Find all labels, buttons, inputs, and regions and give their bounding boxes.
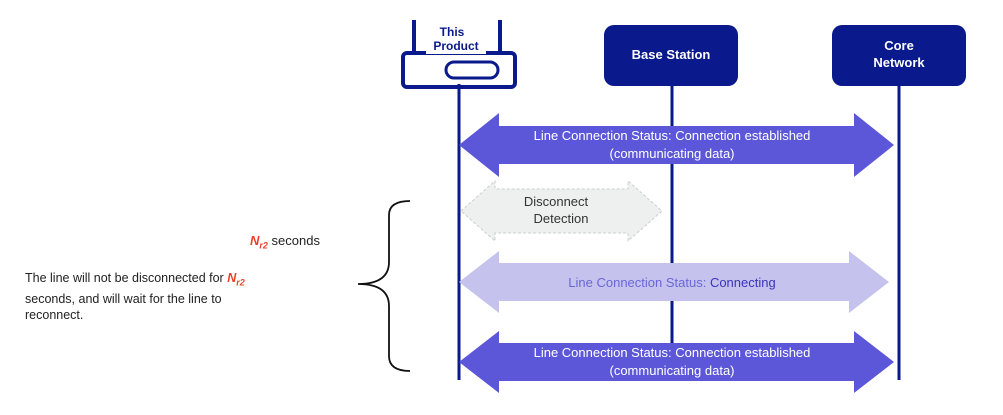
product-label-box: [426, 24, 486, 54]
arrow-established-bottom-line2: (communicating data): [610, 363, 735, 378]
arrow-established-top: [459, 113, 894, 177]
arrow-disconnect-line1: Disconnect: [524, 194, 589, 209]
nr2-inline-symbol: Nr2: [227, 271, 245, 288]
nr2-symbol: Nr2: [250, 233, 268, 251]
core-network-label-line1: Core: [884, 38, 914, 53]
arrow-established-top-line1: Line Connection Status: Connection estab…: [534, 128, 811, 143]
core-network-label-line2: Network: [873, 55, 925, 70]
curly-brace: [357, 200, 411, 372]
arrow-connecting: [459, 251, 889, 313]
wait-description: The line will not be disconnected for Nr…: [25, 270, 325, 323]
arrow-established-bottom: [459, 331, 894, 393]
arrow-connecting-label: Line Connection Status: Connecting: [568, 275, 775, 290]
base-station-box: [604, 25, 738, 86]
arrow-established-bottom-line1: Line Connection Status: Connection estab…: [534, 345, 811, 360]
base-station-label: Base Station: [632, 47, 711, 62]
nr2-seconds-label: Nr2 seconds: [250, 233, 320, 251]
arrow-connecting-status: Connecting: [710, 275, 776, 290]
wait-text-line3: reconnect.: [25, 307, 84, 322]
arrow-established-top-line2: (communicating data): [610, 146, 735, 161]
arrow-disconnect-line2: Detection: [534, 211, 589, 226]
arrow-connecting-prefix: Line Connection Status:: [568, 275, 710, 290]
wait-text-line2: seconds, and will wait for the line to: [25, 291, 222, 306]
product-label-line2: Product: [433, 39, 478, 53]
core-network-box: [832, 25, 966, 86]
wait-text-line1: The line will not be disconnected for Nr…: [25, 271, 245, 288]
seconds-text: seconds: [271, 233, 320, 248]
arrow-disconnect-detection: [460, 179, 663, 243]
product-label-line1: This: [440, 25, 465, 39]
